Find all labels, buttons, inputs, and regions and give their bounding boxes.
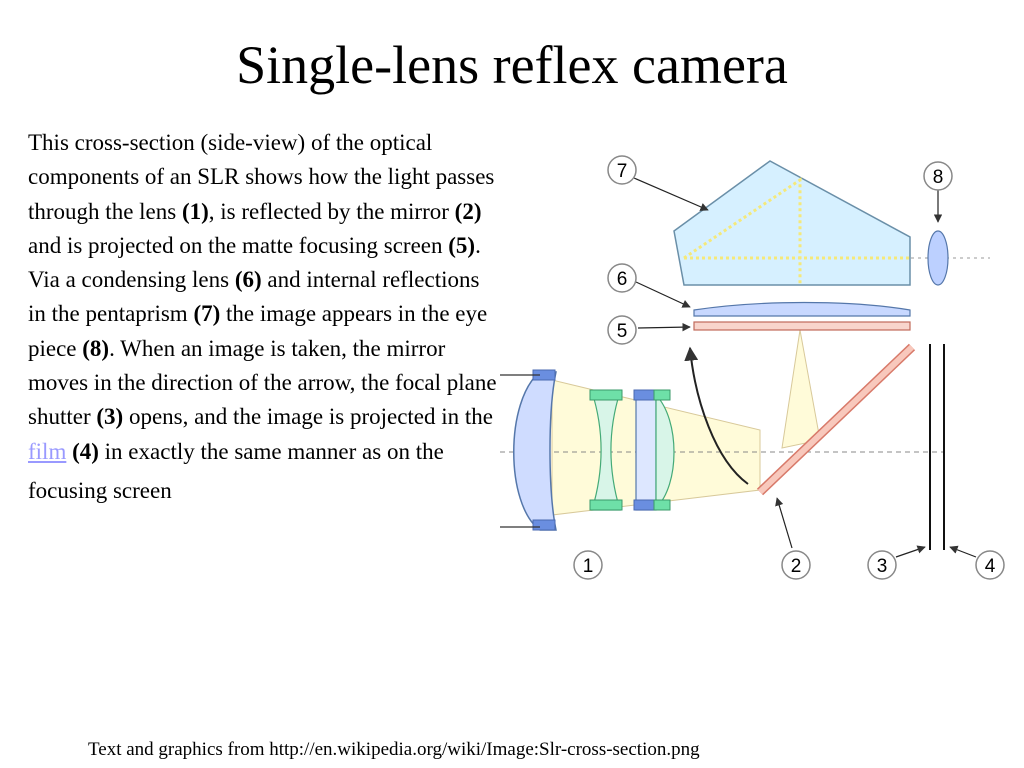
mirror-motion-arrow <box>684 346 749 485</box>
rear-lens-element <box>635 391 657 511</box>
body-text-last-line: focusing screen <box>28 477 172 503</box>
callout-5: 5 <box>607 315 637 345</box>
ref-focusing-screen: (5) <box>448 232 476 258</box>
slr-cross-section-diagram: 7 8 6 5 1 2 3 4 <box>500 155 1005 580</box>
callout-1: 1 <box>573 550 603 580</box>
body-text-segment: . Via a condensing lens <box>28 232 481 293</box>
front-lens-cap-bottom <box>532 519 556 531</box>
ref-film: (4) <box>72 438 99 464</box>
callout-2-label: 2 <box>791 556 802 577</box>
body-text-segment: and is projected on the matte focusing s… <box>28 232 449 258</box>
body-text-segment: This cross-section (side-view) of the op… <box>28 130 495 224</box>
pentaprism <box>673 160 911 286</box>
body-text-segment: . When an image is taken, the mirror mov… <box>28 335 497 430</box>
callout-2: 2 <box>781 550 811 580</box>
front-lens-element <box>513 371 557 531</box>
slide-title: Single-lens reflex camera <box>236 35 788 95</box>
body-text-segment: and internal reflections in the pentapri… <box>28 267 480 327</box>
callout-5-label: 5 <box>617 321 628 342</box>
ref-mirror: (2) <box>454 198 482 224</box>
ref-lens: (1) <box>181 198 209 224</box>
callout-7: 7 <box>607 155 637 185</box>
callout-1-label: 1 <box>583 556 594 577</box>
ref-shutter: (3) <box>96 404 124 430</box>
callout-4: 4 <box>975 550 1005 580</box>
film-link[interactable]: film <box>28 438 67 464</box>
callout-3-label: 3 <box>877 556 888 577</box>
body-text-segment: , is reflected by the mirror <box>208 198 455 224</box>
ref-pentaprism: (7) <box>193 301 221 327</box>
ref-eye-piece: (8) <box>82 335 110 361</box>
callout-6: 6 <box>607 263 637 293</box>
ref-condensing-lens: (6) <box>234 267 262 293</box>
body-text-segment: in exactly the same manner as on the <box>98 438 444 464</box>
eye-piece-lens <box>927 230 949 286</box>
body-paragraph: This cross-section (side-view) of the op… <box>28 126 498 508</box>
body-text-segment: the image appears in the eye piece <box>28 301 488 361</box>
body-text-segment: opens, and the image is projected in the <box>123 404 493 430</box>
callout-7-label: 7 <box>617 161 628 182</box>
source-footer: Text and graphics from http://en.wikiped… <box>88 739 700 760</box>
callout-6-label: 6 <box>617 269 628 290</box>
condensing-lens <box>693 301 911 317</box>
callout-3: 3 <box>867 550 897 580</box>
light-path-reflected <box>781 329 821 449</box>
callout-8: 8 <box>923 161 953 191</box>
callout-8-label: 8 <box>933 167 944 188</box>
focusing-screen <box>693 321 911 331</box>
callout-4-label: 4 <box>985 556 996 577</box>
